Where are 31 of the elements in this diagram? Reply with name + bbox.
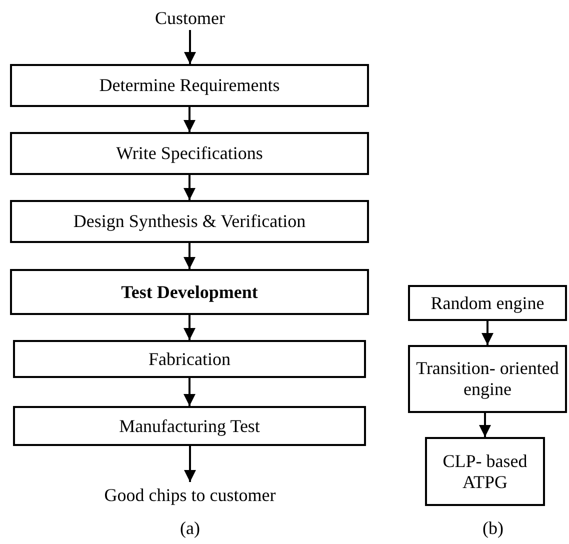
arrow: [184, 446, 196, 482]
arrow: [184, 175, 196, 200]
box-label: CLP- based ATPG: [442, 450, 528, 492]
flow-text: Good chips to customer: [80, 482, 300, 508]
box-label: Random engine: [430, 292, 544, 314]
box-label: Fabrication: [148, 348, 230, 370]
process-box: [13, 406, 366, 446]
panel-caption: (a): [180, 518, 200, 539]
arrow: [482, 321, 494, 345]
box-label: Manufacturing Test: [119, 416, 260, 436]
arrow: [479, 413, 491, 437]
box-label: Design Synthesis & Verification: [73, 211, 306, 232]
process-box: [408, 345, 567, 413]
arrow: [184, 107, 196, 132]
arrow: [184, 378, 196, 406]
process-box: [10, 132, 369, 175]
panel-caption: (b): [482, 518, 504, 539]
process-box: [10, 269, 369, 315]
box-label: Test Development: [121, 282, 258, 302]
arrow: [184, 30, 196, 64]
box-label: Transition- oriented engine: [415, 358, 560, 400]
process-box: [10, 64, 369, 107]
process-box: [425, 437, 545, 506]
process-box: [408, 285, 567, 321]
process-box: [10, 200, 369, 243]
arrow: [184, 315, 196, 340]
arrow: [184, 243, 196, 269]
flow-text: Customer: [140, 6, 240, 30]
box-label: Determine Requirements: [99, 75, 280, 96]
process-box: [13, 340, 366, 378]
box-label: Write Specifications: [116, 143, 263, 164]
